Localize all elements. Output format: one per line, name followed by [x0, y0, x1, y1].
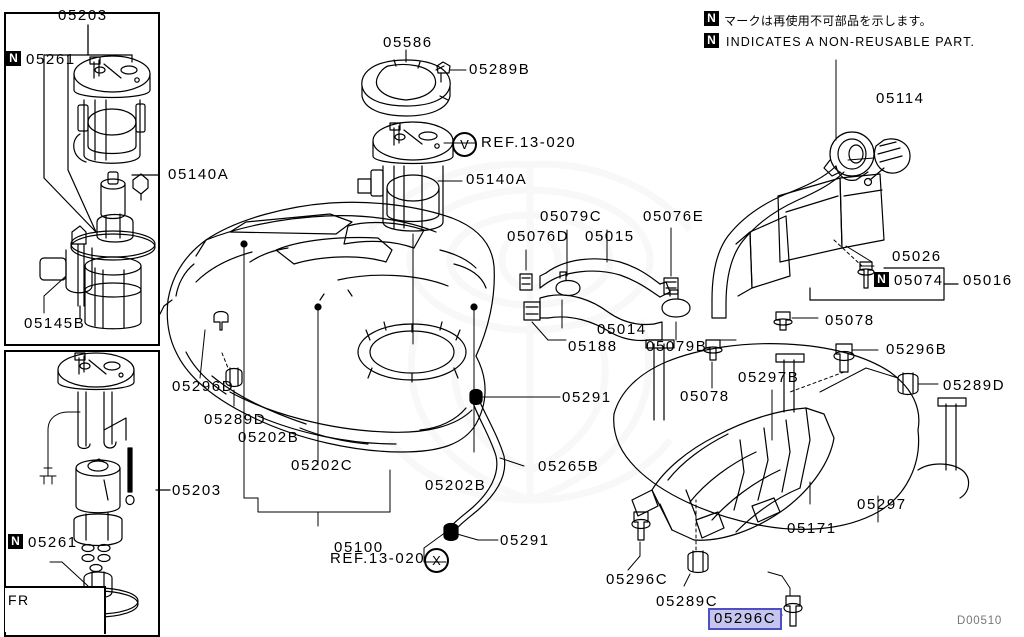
part-05114: 05114: [876, 90, 925, 107]
part-05586: 05586: [383, 34, 433, 51]
non-reusable-badge-en: N: [704, 33, 719, 48]
part-05289D-left: 05289D: [204, 411, 267, 428]
part-05171: 05171: [787, 520, 837, 537]
part-05261-bottom: 05261: [28, 534, 78, 551]
part-05203-top: 05203: [58, 7, 108, 24]
part-05289B: 05289B: [469, 61, 531, 78]
part-05016: 05016: [963, 272, 1013, 289]
non-reusable-note-jp: マークは再使用不可部品を示します。: [724, 14, 932, 28]
part-05079B: 05079B: [646, 338, 708, 355]
non-reusable-badge-jp: N: [704, 11, 719, 26]
part-05289C: 05289C: [656, 593, 719, 610]
part-05076E: 05076E: [643, 208, 705, 225]
part-05289D-right: 05289D: [943, 377, 1006, 394]
part-05296C-left: 05296C: [606, 571, 669, 588]
part-05014: 05014: [597, 321, 647, 338]
part-05296B: 05296B: [886, 341, 948, 358]
fr-notch-cover: [5, 586, 105, 632]
part-05145B: 05145B: [24, 315, 86, 332]
part-05202B-left: 05202B: [238, 429, 300, 446]
part-05074: 05074: [894, 272, 944, 289]
part-05140A-inset: 05140A: [168, 166, 230, 183]
part-05261-top: 05261: [26, 51, 76, 68]
fuel-pump-module-alt-inset: [4, 350, 160, 637]
fr-notch-border: [5, 586, 106, 634]
part-05291-lower: 05291: [500, 532, 550, 549]
part-05078-upper: 05078: [825, 312, 875, 329]
part-05296D: 05296D: [172, 378, 235, 395]
part-05296C-selected[interactable]: 05296C: [708, 608, 783, 630]
part-05202B-lower: 05202B: [425, 477, 487, 494]
ref-13-020-v-text: REF.13-020: [481, 134, 577, 151]
fuel-pump-module-assembly-inset: [4, 12, 160, 346]
ref-13-020-x-circle: X: [424, 548, 449, 573]
part-05140A: 05140A: [466, 171, 528, 188]
non-reusable-badge-05261-top: N: [6, 51, 21, 66]
ref-13-020-x-text: REF.13-020: [330, 550, 426, 567]
non-reusable-note-en: INDICATES A NON-REUSABLE PART.: [726, 35, 976, 49]
non-reusable-badge-05261-bottom: N: [8, 534, 23, 549]
part-05291-upper: 05291: [562, 389, 612, 406]
part-05078-lower: 05078: [680, 388, 730, 405]
part-05297: 05297: [857, 496, 907, 513]
part-05026: 05026: [892, 248, 942, 265]
part-05203-inset: 05203: [172, 482, 222, 499]
part-05100: 05100: [334, 539, 384, 556]
part-05297B: 05297B: [738, 369, 800, 386]
part-05015: 05015: [585, 228, 635, 245]
part-05079C: 05079C: [540, 208, 603, 225]
part-05188: 05188: [568, 338, 618, 355]
part-05076D: 05076D: [507, 228, 570, 245]
ref-13-020-v-circle: V: [452, 132, 477, 157]
fr-orientation-label: FR: [8, 592, 30, 608]
part-05202C: 05202C: [291, 457, 354, 474]
non-reusable-badge-05074: N: [874, 272, 889, 287]
part-05265B: 05265B: [538, 458, 600, 475]
diagram-footer-code: D00510: [957, 615, 1003, 627]
